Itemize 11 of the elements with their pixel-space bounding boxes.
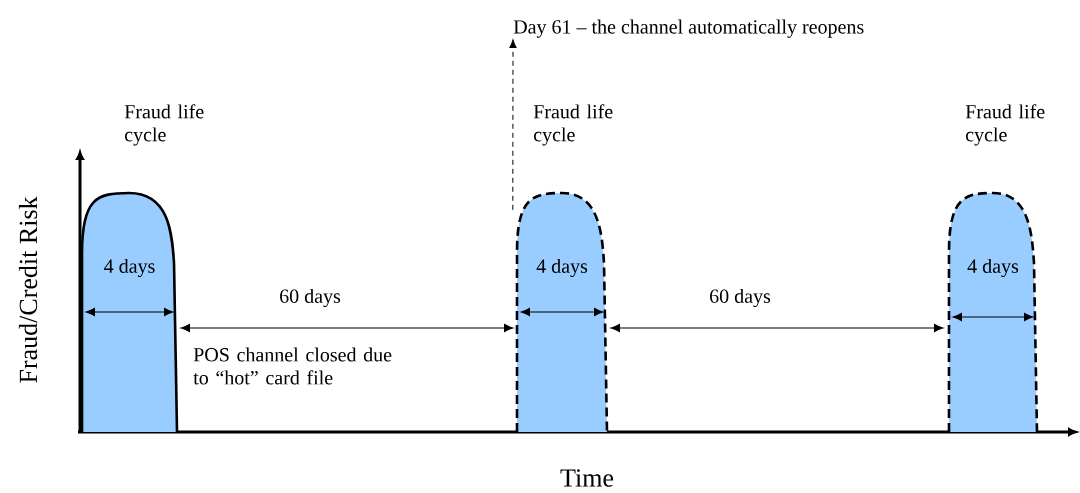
node-label: Fraud life cycle: [965, 104, 1045, 146]
fraud-cycle-hump: Fraud life cycle 4 days: [947, 104, 1045, 434]
node-label: Fraud life cycle: [533, 104, 613, 146]
fraud-cycle-hump: Fraud life cycle 4 days: [515, 104, 613, 434]
axis-title: Time: [560, 469, 614, 487]
annotation-text: 60 days: [710, 288, 771, 308]
dashed-arrow: [509, 39, 517, 211]
axis-title: Fraud/Credit Risk: [18, 196, 38, 383]
node-label: Fraud life cycle: [124, 104, 204, 146]
annotation-text: 60 days: [280, 288, 341, 308]
note-text: Day 61 – the channel automatically reopens: [513, 19, 864, 38]
